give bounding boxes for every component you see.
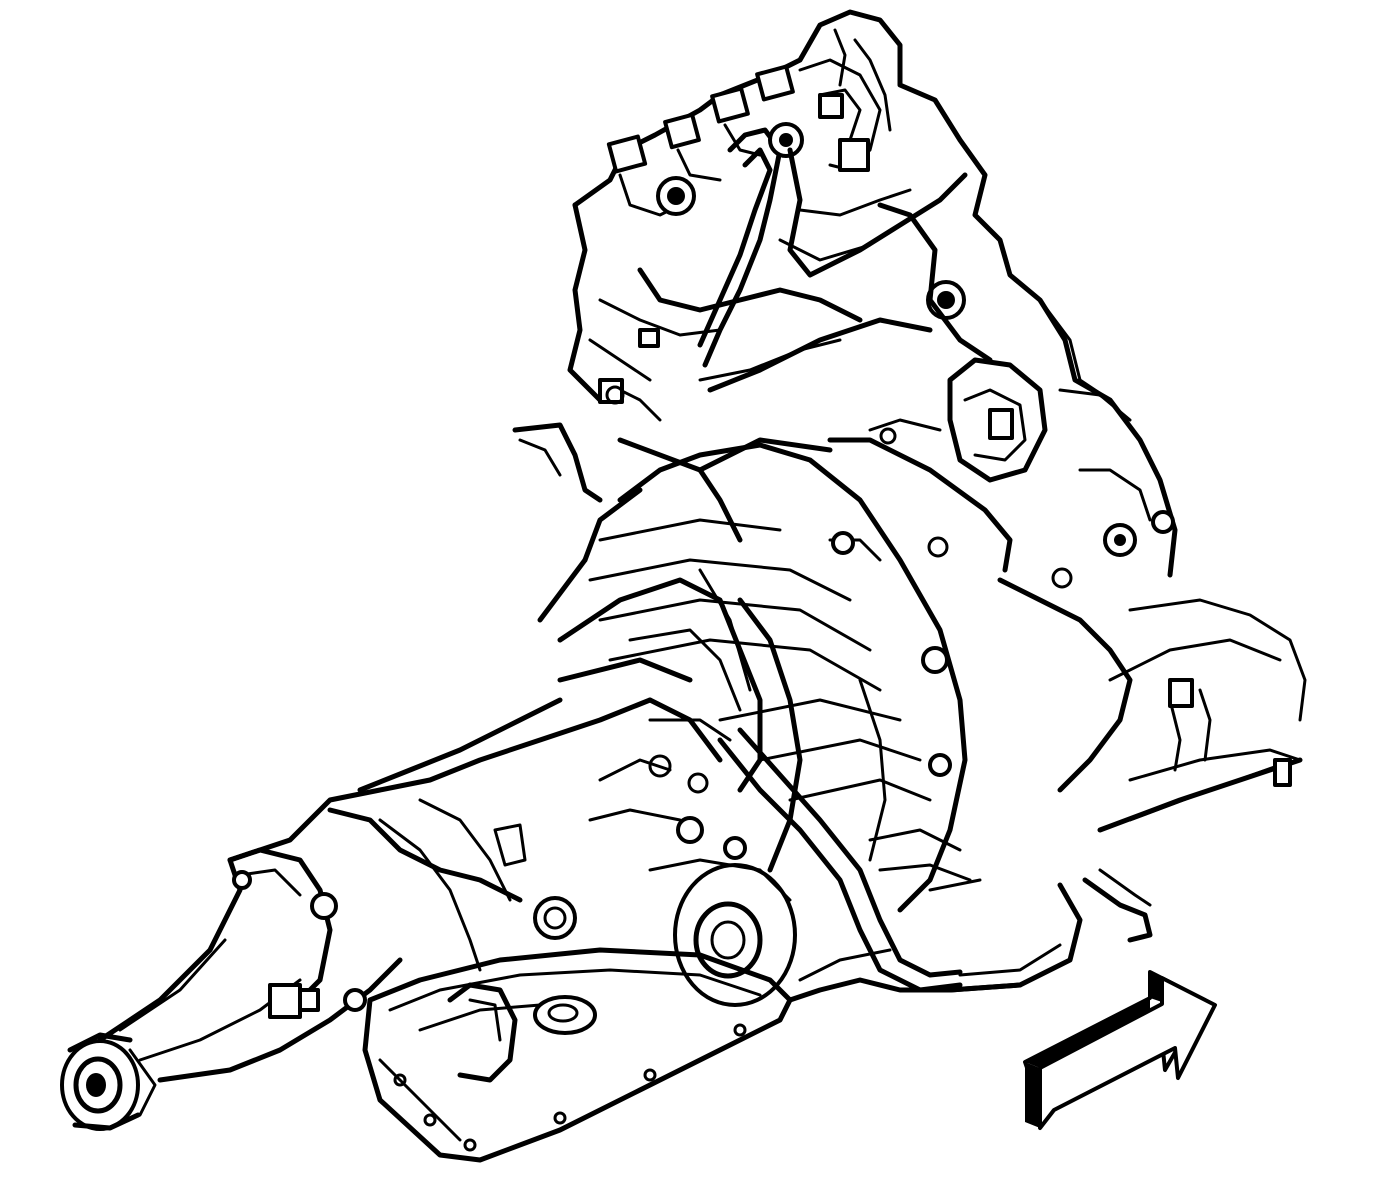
- case-side-details: [493, 758, 797, 1007]
- frame-rail: [947, 577, 1307, 993]
- dipstick-tube: [648, 718, 963, 993]
- transmission-case: [537, 437, 982, 913]
- direction-arrow-icon: [1023, 970, 1217, 1130]
- tail-housing: [60, 697, 653, 1131]
- lower-cover: [787, 948, 1023, 1003]
- oil-pan: [362, 947, 793, 1163]
- engine-assembly: [512, 9, 1178, 589]
